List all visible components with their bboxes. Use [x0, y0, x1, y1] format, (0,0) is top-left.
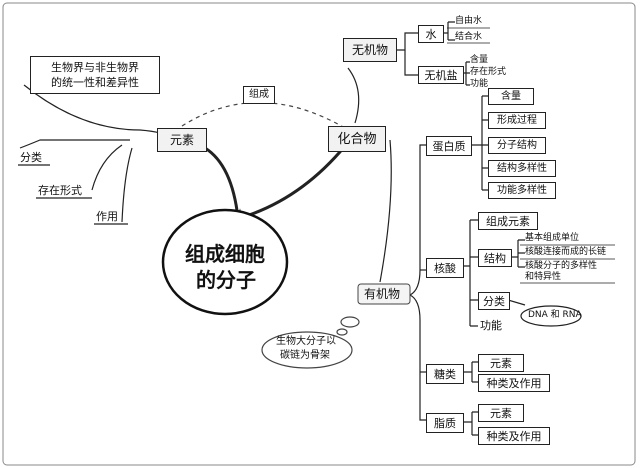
- inorganic-node: 无机物: [343, 38, 397, 62]
- dna-rna-label: DNA 和 RNA: [528, 310, 582, 320]
- salt-child-function: 功能: [470, 79, 489, 89]
- link-compound-inorganic: [347, 67, 360, 124]
- nucleic-bracket: [462, 219, 478, 327]
- salt-bracket: [462, 61, 470, 86]
- element-child-category: 分类: [20, 151, 42, 164]
- nucleic-node: 核酸: [426, 258, 464, 278]
- dna-rna-ellipse: [520, 305, 582, 327]
- structure-item-diversity: 核酸分子的多样性: [525, 261, 598, 271]
- dashed-link: [181, 101, 346, 129]
- unity-line2: 的统一性和差异性: [51, 76, 139, 89]
- element-child-role: 作用: [96, 210, 118, 223]
- protein-child-functional-diversity: 功能多样性: [488, 182, 556, 199]
- link-salt: [404, 50, 418, 76]
- note-line2: 碳链为骨架: [280, 350, 330, 361]
- protein-child-content: 含量: [488, 88, 534, 105]
- protein-child-formation: 形成过程: [488, 112, 546, 129]
- link-dna-rna: [507, 299, 526, 306]
- sugar-bracket: [462, 361, 478, 383]
- protein-node: 蛋白质: [426, 136, 472, 156]
- organic-node-shape: [357, 283, 411, 305]
- protein-bracket: [470, 95, 488, 191]
- structure-item-unit: 基本组成单位: [525, 233, 580, 243]
- water-node: 水: [418, 25, 444, 43]
- lipid-node: 脂质: [426, 413, 464, 433]
- sugar-child-elements: 元素: [478, 354, 524, 372]
- branch-category-curve: [19, 139, 130, 149]
- structure-bracket: [510, 239, 525, 268]
- lipid-bracket: [462, 411, 478, 436]
- link-compound-organic: [379, 139, 392, 283]
- salt-child-content: 含量: [470, 55, 489, 65]
- note-bubble: [261, 331, 353, 369]
- salt-node: 无机盐: [418, 66, 464, 84]
- unity-line1: 生物界与非生物界: [51, 61, 139, 74]
- organic-trunk-down: [409, 294, 426, 421]
- nucleic-structure: 结构: [478, 249, 512, 267]
- branch-role: [121, 147, 133, 223]
- link-compound-central: [239, 145, 347, 220]
- salt-child-form: 存在形式: [470, 67, 507, 77]
- compound-node: 化合物: [328, 126, 386, 152]
- branch-form: [91, 144, 123, 191]
- unity-box: 生物界与非生物界 的统一性和差异性: [30, 56, 160, 94]
- bubble-dot-2: [336, 328, 348, 336]
- water-child-free: 自由水: [455, 16, 483, 26]
- lipid-child-types: 种类及作用: [478, 427, 550, 445]
- lipid-child-elements: 元素: [478, 404, 524, 422]
- central-title-line1: 组成细胞: [185, 242, 265, 266]
- bubble-dot-1: [340, 316, 360, 328]
- nucleic-classification: 分类: [478, 292, 510, 310]
- water-child-bound: 结合水: [455, 32, 483, 42]
- sugar-node: 糖类: [426, 364, 464, 384]
- structure-item-chain: 核酸连接而成的长链: [525, 247, 607, 257]
- structure-item-specificity: 和特异性: [525, 272, 562, 282]
- connector-label-box: 组成: [243, 86, 275, 104]
- organic-node: 有机物: [364, 287, 401, 301]
- protein-child-structural-diversity: 结构多样性: [488, 160, 556, 177]
- central-ellipse: [161, 208, 289, 316]
- note-line1: 生物大分子以: [276, 336, 336, 347]
- link-element-central: [204, 146, 240, 219]
- link-water: [395, 32, 418, 51]
- protein-child-structure: 分子结构: [488, 137, 546, 154]
- central-title-line2: 的分子: [196, 268, 256, 292]
- nucleic-function: 功能: [480, 319, 502, 332]
- sugar-child-types: 种类及作用: [478, 374, 550, 392]
- organic-trunk-up: [409, 144, 426, 296]
- element-node: 元素: [157, 128, 207, 152]
- element-child-form: 存在形式: [38, 184, 82, 197]
- water-bracket: [442, 21, 455, 41]
- nucleic-composition: 组成元素: [478, 212, 538, 230]
